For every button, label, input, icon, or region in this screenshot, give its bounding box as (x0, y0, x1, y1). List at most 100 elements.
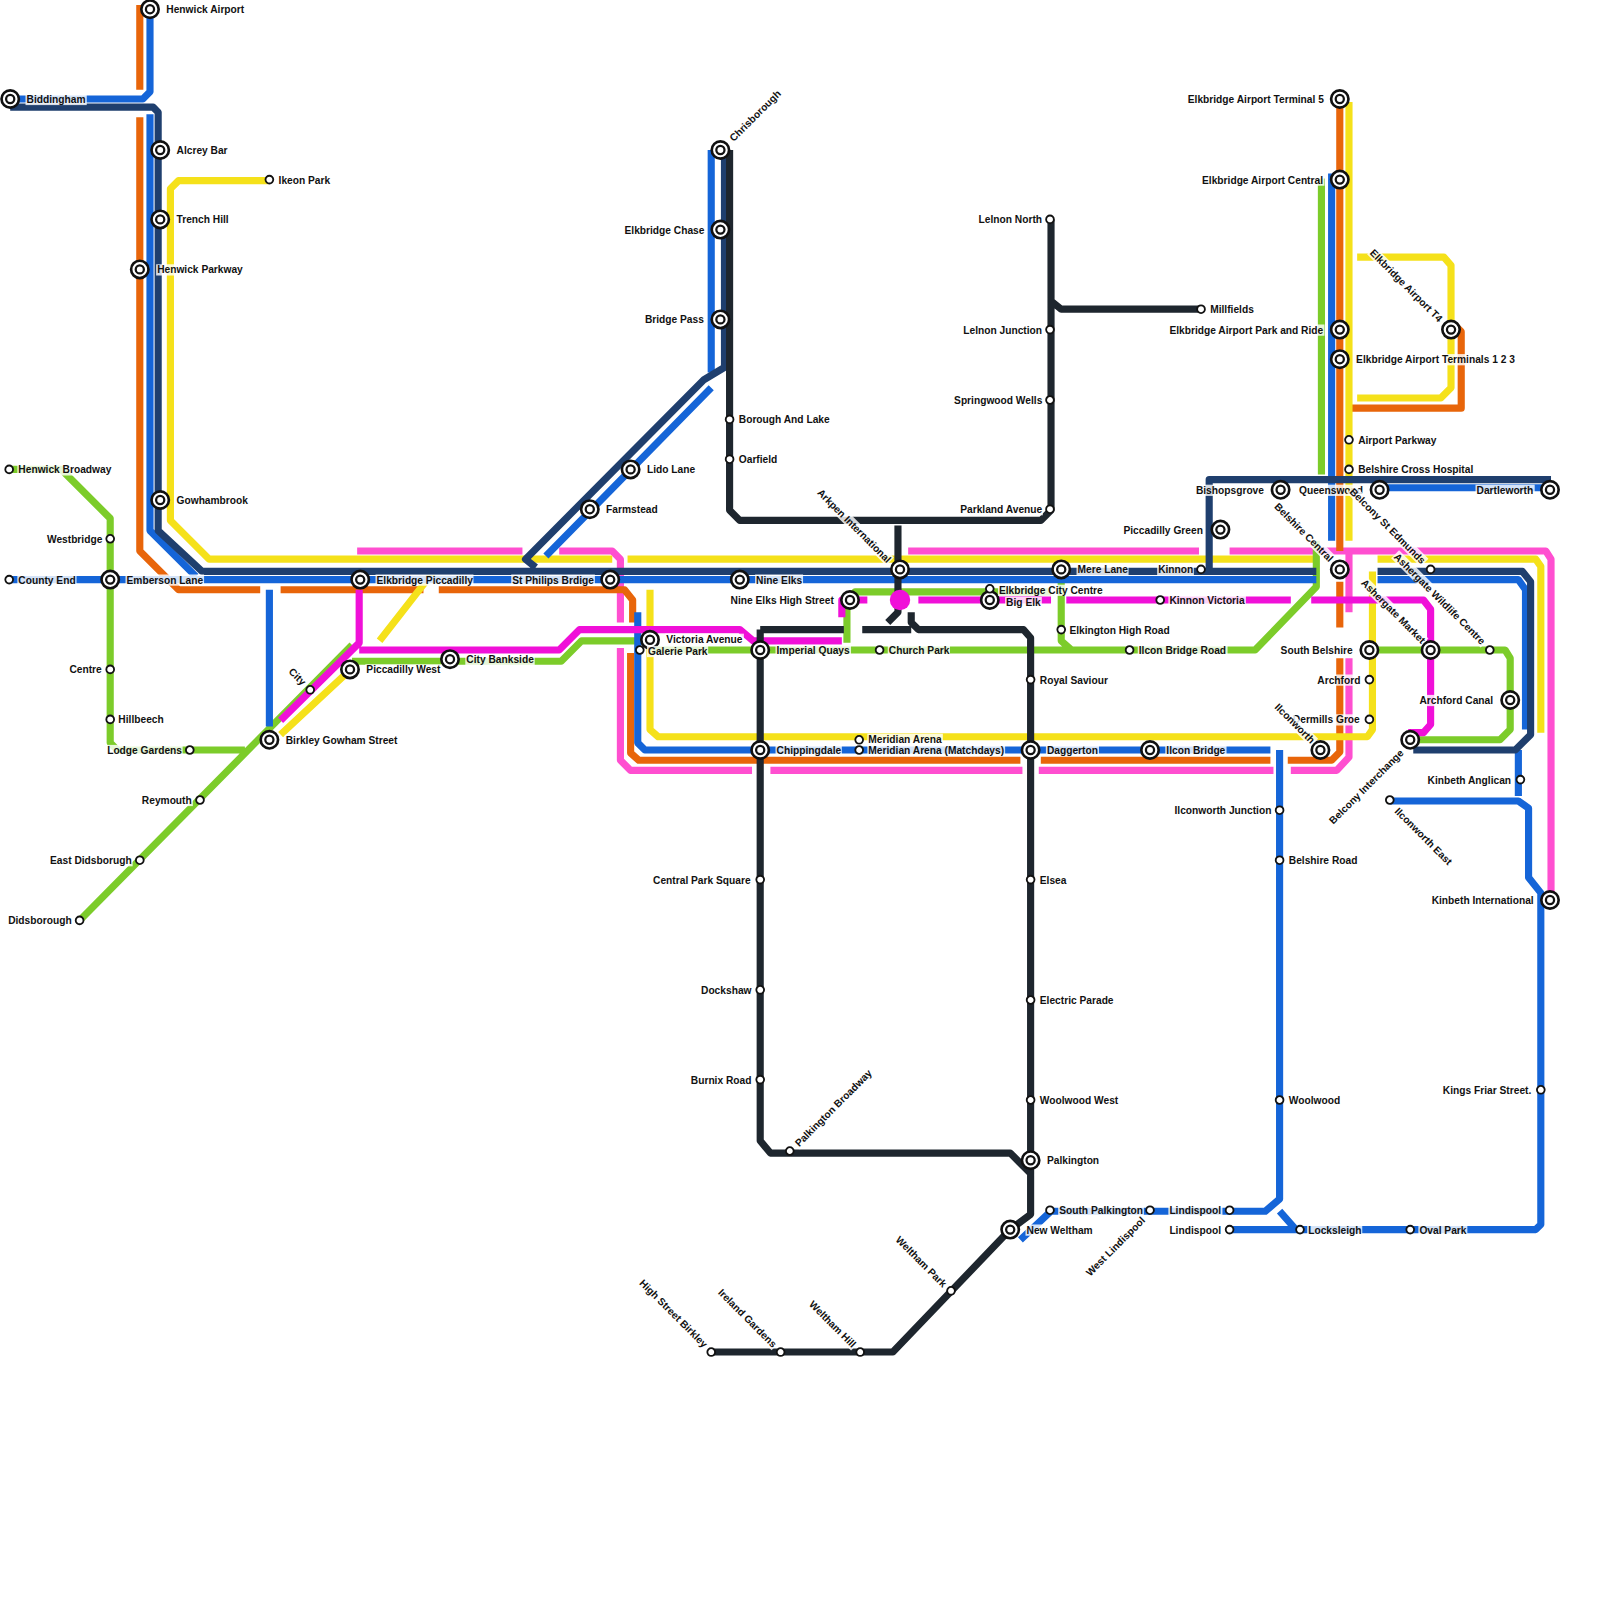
station-label: Meridian Arena (867, 733, 942, 744)
station-marker (2, 90, 19, 107)
station-label: Chippingdale (776, 744, 843, 755)
station-marker (1442, 321, 1459, 338)
station-label: Reymouth (141, 794, 193, 805)
station-marker (1002, 1221, 1019, 1238)
station-marker (752, 641, 769, 658)
station-label: Galerie Park (647, 645, 709, 656)
station-marker (1296, 1226, 1304, 1234)
station-label: Chrisborough (727, 87, 784, 144)
station-marker (1146, 1206, 1154, 1214)
station-label: Central Park Square (652, 874, 752, 885)
station-label: Church Park (888, 644, 951, 655)
station-marker (5, 576, 13, 584)
station-marker (726, 455, 734, 463)
station-label: Bridge Pass (644, 314, 705, 325)
station-label: South Belshire (1280, 644, 1354, 655)
station-label: Big Elk (1005, 596, 1042, 607)
station-marker (1053, 561, 1070, 578)
station-marker (1046, 396, 1054, 404)
station-label: Hillbeech (117, 714, 164, 725)
route-line (170, 102, 1540, 737)
station-marker (1366, 716, 1374, 724)
route-line (281, 590, 1431, 733)
station-label: Arkpen International (814, 486, 894, 566)
station-marker (1406, 1226, 1414, 1234)
station-label: Parkland Avenue (959, 504, 1043, 515)
station-label: Elsea (1039, 874, 1068, 885)
station-marker (1226, 1226, 1234, 1234)
station-marker (341, 661, 358, 678)
station-label: Elkbridge Airport Park and Ride (1168, 324, 1324, 335)
station-label: Elkbridge Airport T4 (1367, 246, 1445, 324)
station-label: City Bankside (465, 654, 535, 665)
route-line (711, 150, 1202, 1352)
station-label: Kinbeth International (1431, 894, 1535, 905)
station-marker (712, 141, 729, 158)
station-label: Alcrey Bar (176, 144, 229, 155)
station-marker (1276, 1096, 1284, 1104)
station-marker (1212, 521, 1229, 538)
station-label: Millfields (1209, 304, 1255, 315)
station-label: Lelnon North (978, 214, 1044, 225)
station-marker (986, 585, 994, 593)
station-label: St Philips Brdige (511, 574, 595, 585)
station-marker (1156, 596, 1164, 604)
station-marker (1276, 806, 1284, 814)
station-label: Kings Friar Street. (1442, 1084, 1533, 1095)
station-label: Dartleworth (1476, 484, 1535, 495)
station-marker (1537, 1086, 1545, 1094)
station-marker (581, 501, 598, 518)
station-marker (731, 571, 748, 588)
station-marker (786, 1147, 794, 1155)
station-marker (306, 686, 314, 694)
station-label: Ashergate Market (1358, 576, 1428, 646)
route-line (10, 107, 1551, 750)
station-label: Emberson Lane (126, 574, 205, 585)
station-label: East Didsborugh (49, 855, 133, 866)
station-label: Palkington (1046, 1155, 1100, 1166)
station-label: Belcony St Edmunds (1347, 485, 1429, 567)
station-marker (152, 211, 169, 228)
station-marker (1486, 646, 1494, 654)
station-marker (152, 141, 169, 158)
station-label: Oarfield (738, 454, 779, 465)
station-marker (1345, 466, 1353, 474)
station-marker (841, 591, 858, 608)
station-label: Elkbridge City Centre (998, 584, 1104, 595)
station-marker (1126, 646, 1134, 654)
station-label: Nine Elks (755, 574, 803, 585)
station-marker (1427, 566, 1435, 574)
station-marker (1422, 641, 1439, 658)
station-label: Mere Lane (1077, 564, 1130, 575)
station-label: Henwick Parkway (156, 264, 244, 275)
station-label: High Street Birkley (637, 1276, 711, 1350)
station-marker (1226, 1206, 1234, 1214)
station-marker (131, 261, 148, 278)
station-label: Ilcon Bridge Road (1138, 644, 1227, 655)
station-marker (1366, 676, 1374, 684)
station-label: County End (17, 574, 76, 585)
station-label: Electric Parade (1039, 994, 1115, 1005)
station-label: Belshire Central (1272, 499, 1337, 564)
station-marker (1022, 1152, 1039, 1169)
station-label: City (286, 665, 309, 688)
station-label: Springwood Wells (953, 394, 1043, 405)
station-marker (1046, 505, 1054, 513)
station-marker (102, 571, 119, 588)
station-marker (1331, 351, 1348, 368)
station-label: Weltham Park (893, 1233, 950, 1290)
station-marker (1027, 876, 1035, 884)
station-marker (855, 746, 863, 754)
station-label: Elkbridge Airport Terminals 1 2 3 (1355, 354, 1516, 365)
station-label: Belshire Cross Hospital (1357, 464, 1474, 475)
station-label: Henwick Airport (165, 4, 245, 15)
station-marker (876, 646, 884, 654)
station-marker (622, 461, 639, 478)
station-label: Victoria Avenue (665, 633, 743, 644)
station-marker (1371, 481, 1388, 498)
station-label: Elkbridge Airport Terminal 5 (1187, 93, 1325, 104)
station-label: Henwick Broadway (17, 464, 112, 475)
station-label: Kinbeth Anglican (1427, 774, 1513, 785)
station-marker (856, 1348, 864, 1356)
